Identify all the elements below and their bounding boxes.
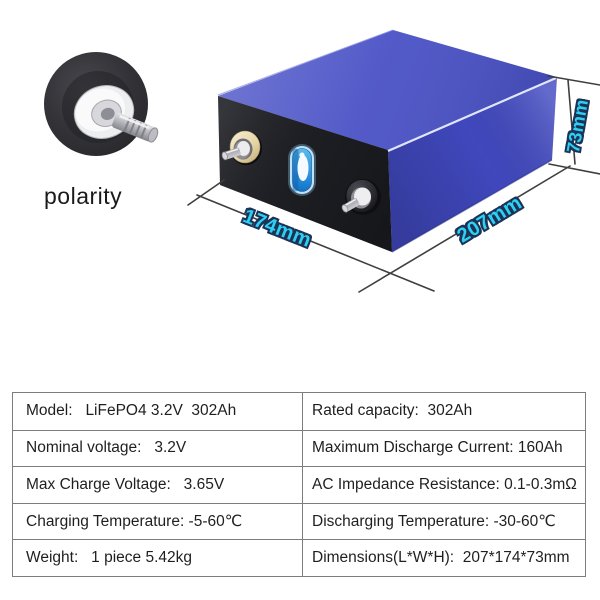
bottom-edge-shadow <box>391 159 553 253</box>
spec-cell-ac-impedance: AC Impedance Resistance: 0.1-0.3mΩ <box>312 475 577 493</box>
spec-cell-max-discharge-current: Maximum Discharge Current: 160Ah <box>312 439 563 457</box>
dimension-line-length <box>358 165 571 293</box>
terminal-stud <box>112 112 159 143</box>
pill-highlight <box>297 155 309 181</box>
terminal-washer <box>73 85 135 139</box>
polarity-label: polarity <box>44 183 123 209</box>
polarity-terminal-photo <box>44 52 159 156</box>
dimension-tick-height-bottom <box>548 163 600 175</box>
battery-terminal-left <box>221 130 262 165</box>
dimension-lines <box>187 75 600 293</box>
pill-highlight-dot <box>299 152 305 158</box>
rear-edge-highlight <box>217 29 394 96</box>
battery-cell-render <box>217 29 557 253</box>
dimension-line-width <box>196 194 435 292</box>
spec-row-charge: Max Charge Voltage: 3.65V AC Impedance R… <box>13 466 585 503</box>
spec-table: Model: LiFePO4 3.2V 302Ah Rated capacity… <box>12 392 586 577</box>
spec-row-voltage: Nominal voltage: 3.2V Maximum Discharge … <box>13 429 585 467</box>
dimension-tick-width-left <box>187 179 225 206</box>
spec-row-model: Model: LiFePO4 3.2V 302Ah Rated capacity… <box>13 393 585 430</box>
battery-side-face-shading <box>388 77 557 252</box>
battery-top-face-shading <box>218 30 557 150</box>
spec-cell-discharging-temperature: Discharging Temperature: -30-60℃ <box>312 513 556 531</box>
spec-cell-rated-capacity: Rated capacity: 302Ah <box>312 402 473 420</box>
dimension-tick-height-top <box>547 75 600 86</box>
spec-row-weight: Weight: 1 piece 5.42kg Dimensions(L*W*H)… <box>13 539 585 576</box>
spec-cell-weight: Weight: 1 piece 5.42kg <box>13 540 303 576</box>
battery-label-pill <box>288 144 316 196</box>
terminal-right-stud <box>341 198 360 213</box>
spec-cell-nominal-voltage: Nominal voltage: 3.2V <box>13 430 303 467</box>
pill-left-shade <box>292 148 299 192</box>
top-edge-highlight <box>387 76 557 153</box>
battery-illustration <box>44 29 600 293</box>
terminal-left-stud <box>221 147 241 161</box>
dimension-line-height <box>567 79 576 165</box>
spec-row-temperature: Charging Temperature: -5-60℃ Discharging… <box>13 502 585 540</box>
terminal-right-washer <box>354 187 371 206</box>
battery-terminal-right <box>341 179 381 215</box>
spec-cell-model: Model: LiFePO4 3.2V 302Ah <box>13 393 303 430</box>
spec-cell-dimensions: Dimensions(L*W*H): 207*174*73mm <box>312 549 570 567</box>
spec-cell-max-charge-voltage: Max Charge Voltage: 3.65V <box>13 467 303 503</box>
spec-cell-charging-temperature: Charging Temperature: -5-60℃ <box>13 503 303 540</box>
